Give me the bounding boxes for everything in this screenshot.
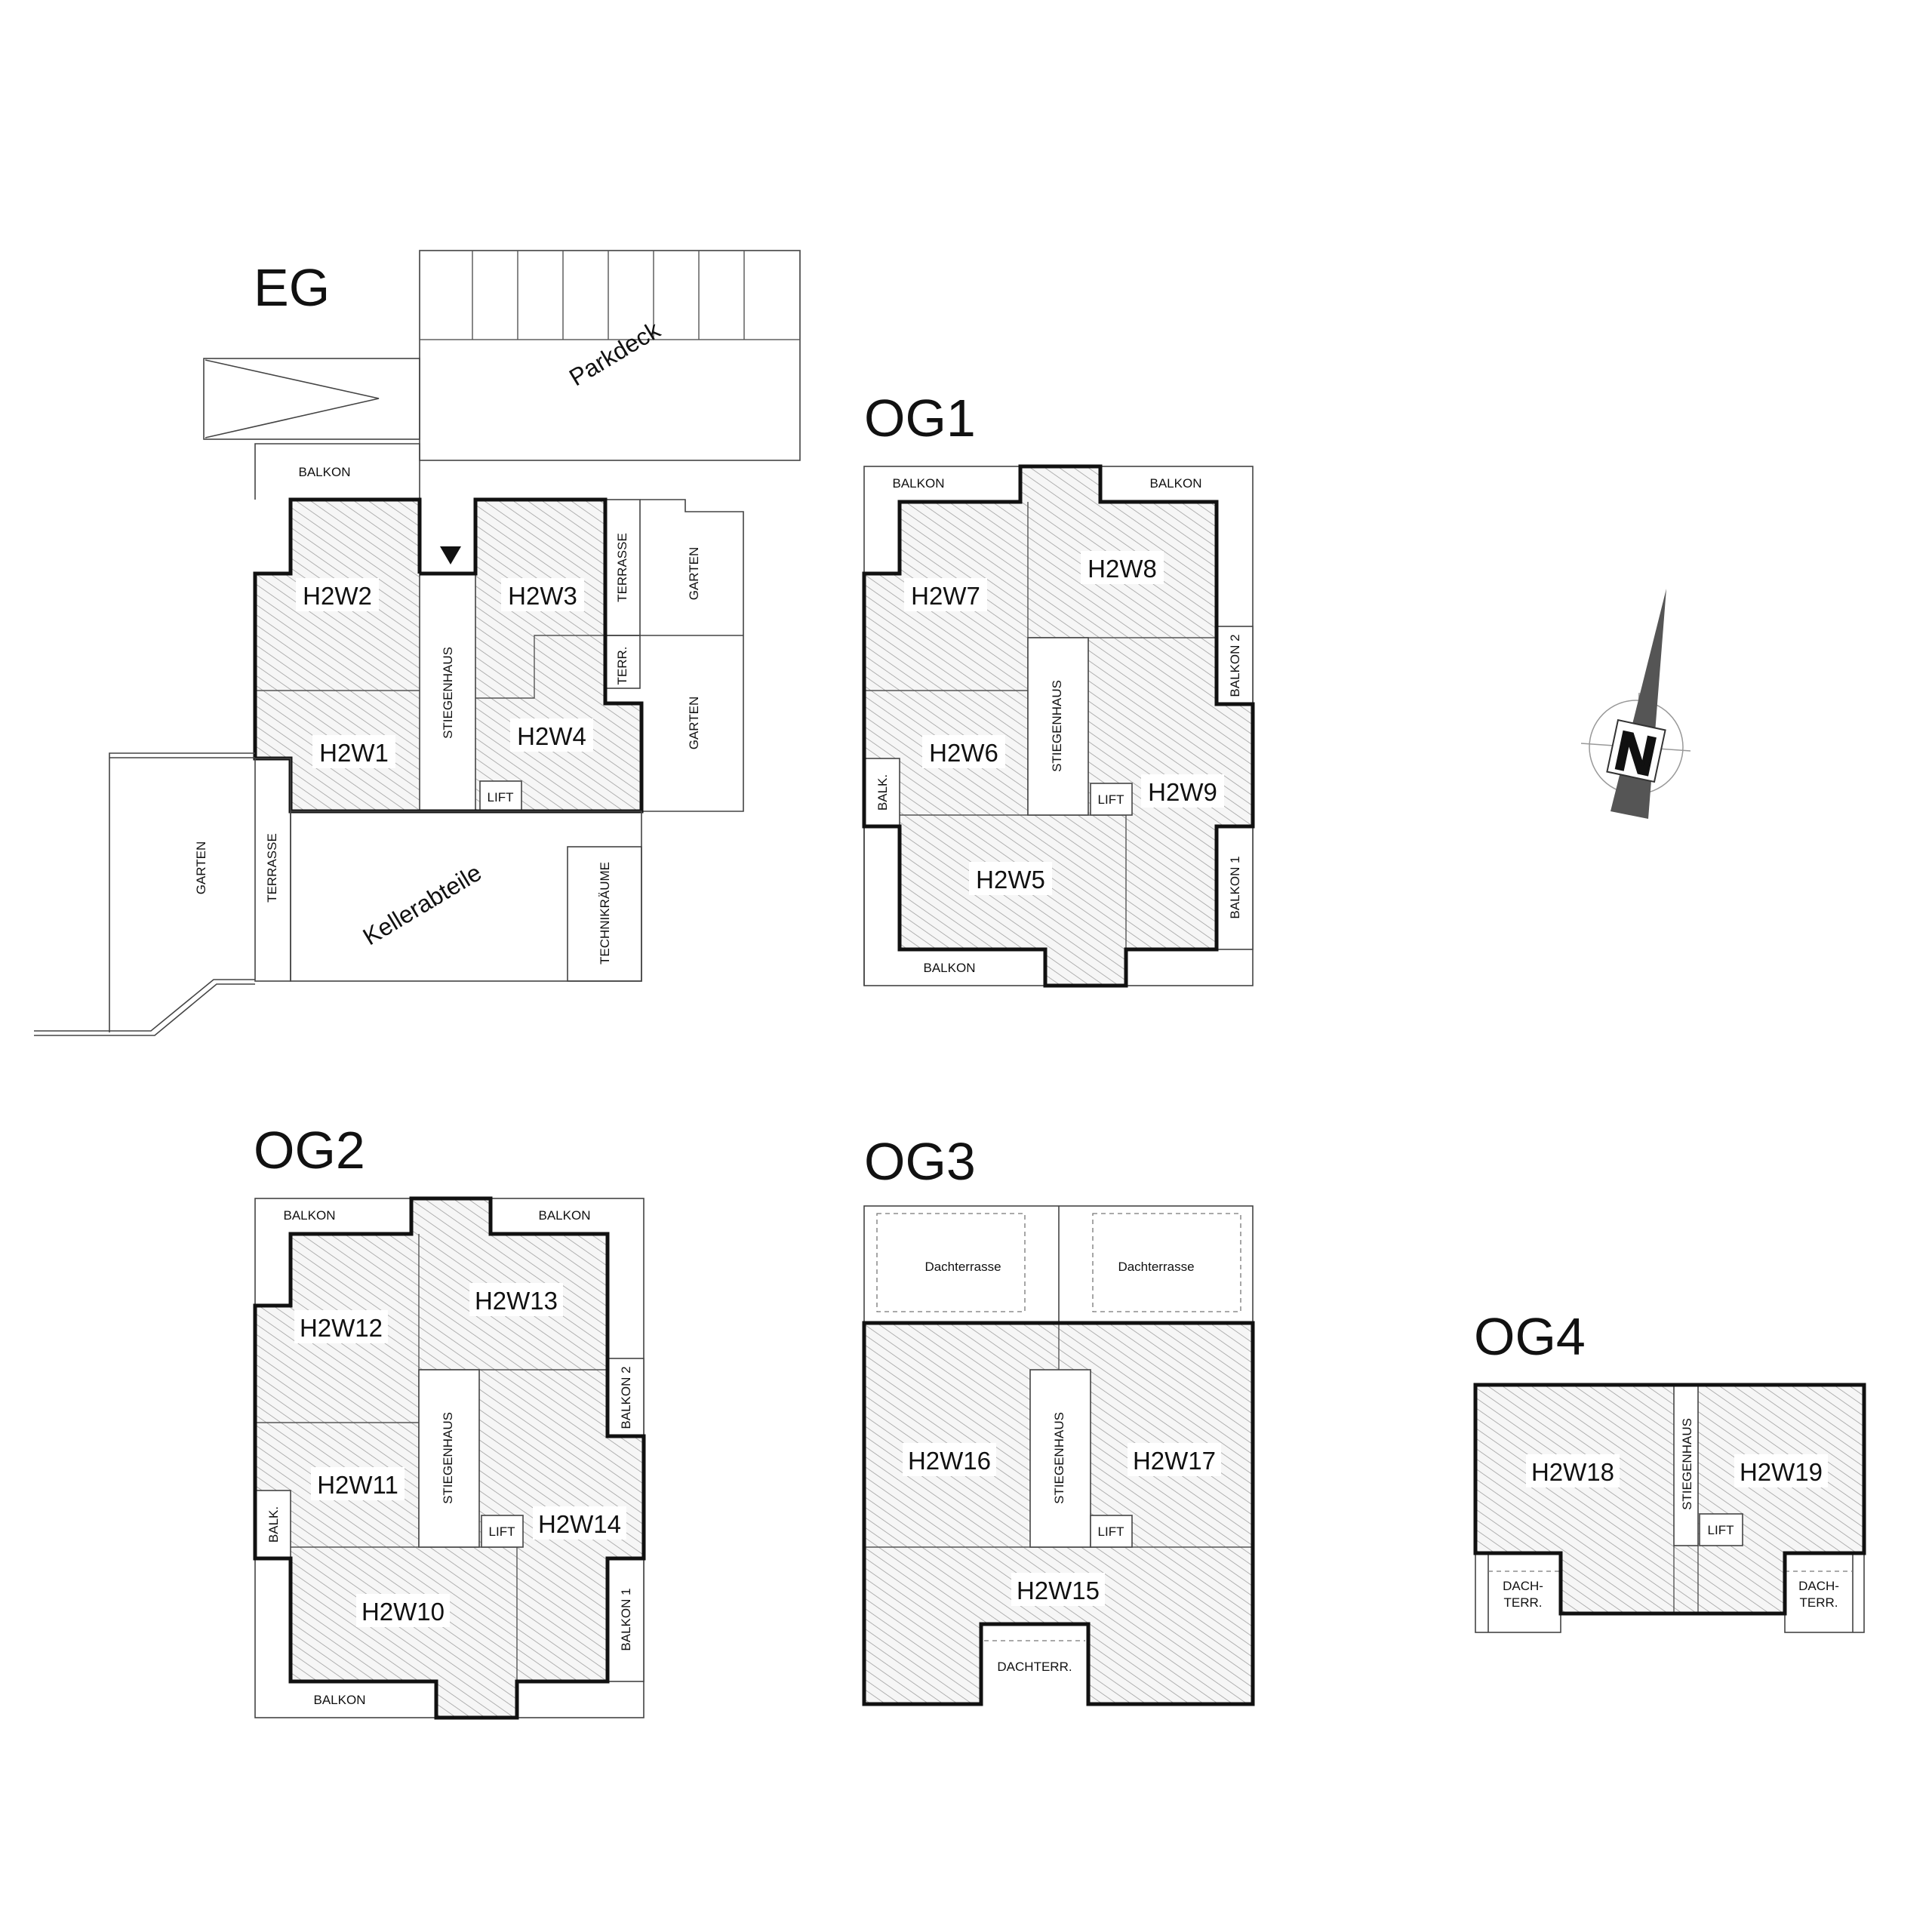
- kellerabteile-label: Kellerabteile: [358, 859, 486, 951]
- entrance-arrow-icon: [440, 546, 461, 565]
- og4-dachterr-right-line2: TERR.: [1800, 1595, 1838, 1610]
- og4-lift: [1699, 1513, 1743, 1546]
- og1-balkon2-label: BALKON 2: [1228, 634, 1242, 697]
- unit-label: H2W6: [929, 739, 998, 767]
- unit-label: H2W5: [976, 866, 1045, 894]
- og2-stiegenhaus: [418, 1369, 480, 1548]
- parkdeck-label: Parkdeck: [565, 315, 666, 391]
- og1-lift-label: LIFT: [1098, 792, 1124, 807]
- og1-stiegenhaus-label: STIEGENHAUS: [1050, 680, 1064, 772]
- og1-balk: [863, 758, 900, 827]
- og1-balkon-label-3: BALKON: [924, 961, 976, 975]
- og2-balkon-label-2: BALKON: [539, 1208, 591, 1223]
- og4-stiegenhaus-label: STIEGENHAUS: [1680, 1418, 1694, 1510]
- unit-label: H2W18: [1531, 1458, 1614, 1486]
- floor-title-og3: OG3: [864, 1132, 976, 1191]
- og1-balk-label: BALK.: [875, 774, 890, 811]
- og4-lift-label: LIFT: [1708, 1523, 1734, 1537]
- eg-terrasse-label: TERRASSE: [615, 533, 629, 602]
- eg-terr-label: TERR.: [615, 647, 629, 685]
- ramp: [203, 358, 420, 440]
- unit-label: H2W3: [508, 582, 577, 610]
- og3-apartment-outline: [862, 1321, 1255, 1706]
- og4-apartment-outline: [1473, 1383, 1866, 1616]
- og2-balkon1-label: BALKON 1: [619, 1588, 633, 1651]
- ramp-arrow-icon: [205, 359, 380, 438]
- unit-label: H2W17: [1133, 1447, 1216, 1475]
- og2-balkon-label-1: BALKON: [284, 1208, 336, 1223]
- og2-stiegenhaus-label: STIEGENHAUS: [441, 1412, 455, 1504]
- floor-title-og1: OG1: [864, 389, 976, 448]
- eg-garten-label-1: GARTEN: [687, 547, 701, 601]
- og2-balkon2: [607, 1358, 645, 1437]
- technikraeume-label: TECHNIKRÄUME: [598, 862, 612, 964]
- floor-title-eg: EG: [254, 258, 330, 317]
- unit-label: H2W8: [1088, 555, 1157, 583]
- unit-label: H2W10: [361, 1598, 445, 1626]
- og1-stiegenhaus: [1027, 637, 1089, 816]
- og4-dachterr-left-line2: TERR.: [1504, 1595, 1543, 1610]
- floor-title-og4: OG4: [1474, 1307, 1586, 1366]
- og3-stiegenhaus: [1029, 1369, 1091, 1548]
- og3-dachterrasse-label-2: Dachterrasse: [1118, 1260, 1194, 1274]
- og4-dachterr-left-line1: DACH-: [1503, 1579, 1543, 1593]
- og2-lift: [481, 1515, 524, 1548]
- og2-lift-label: LIFT: [489, 1524, 515, 1539]
- eg-stiegenhaus-label: STIEGENHAUS: [441, 647, 455, 739]
- og1-lift: [1090, 783, 1133, 816]
- eg-garden-left-edge: [109, 752, 255, 1032]
- eg-garten-label-2: GARTEN: [687, 697, 701, 750]
- unit-label: H2W1: [319, 739, 389, 767]
- floor-title-og2: OG2: [254, 1121, 365, 1180]
- og4-stiegenhaus: [1673, 1384, 1699, 1546]
- floor-og2: OG2 STIEGENHAUS LIFT BALKON 2 BALKON 1 B…: [253, 1121, 646, 1720]
- floor-og4: OG4 STIEGENHAUS LIFT DACH- TERR. DACH- T…: [1473, 1307, 1866, 1633]
- unit-label: H2W4: [517, 722, 586, 750]
- og1-balkon1-label: BALKON 1: [1228, 856, 1242, 918]
- unit-label: H2W14: [538, 1510, 621, 1538]
- unit-label: H2W2: [303, 582, 372, 610]
- og3-dachterr-label: DACHTERR.: [997, 1660, 1072, 1674]
- eg-balcony: [254, 443, 420, 500]
- eg-technikraeume: [567, 846, 642, 982]
- unit-label: H2W11: [317, 1471, 398, 1499]
- og1-apartment-outline: [862, 464, 1255, 988]
- og2-balkon-label-3: BALKON: [314, 1693, 366, 1707]
- og3-lift: [1090, 1515, 1133, 1548]
- unit-label: H2W9: [1148, 778, 1217, 806]
- og2-balk-label: BALK.: [266, 1506, 281, 1543]
- eg-kellerabteile: [290, 811, 642, 982]
- eg-balcony-label: BALKON: [299, 465, 351, 479]
- unit-label: H2W7: [911, 582, 980, 610]
- og2-balkon2-label: BALKON 2: [619, 1366, 633, 1429]
- og3-stiegenhaus-label: STIEGENHAUS: [1052, 1412, 1066, 1504]
- eg-garten-left-label: GARTEN: [194, 841, 208, 895]
- floor-og3: OG3 Dachterrasse Dachterrasse STIEGENHAU…: [862, 1132, 1255, 1706]
- unit-label: H2W15: [1017, 1577, 1100, 1604]
- eg-lift: [479, 780, 522, 812]
- parking-spaces: [419, 250, 801, 340]
- north-arrow-icon: N: [1580, 589, 1691, 819]
- floor-og1: OG1 STIEGENHAUS LIFT BALKON 2 BALKON 1 B…: [862, 389, 1255, 988]
- og1-balkon-label-2: BALKON: [1150, 476, 1202, 491]
- eg-stiegenhaus: [419, 573, 476, 812]
- unit-label: H2W12: [300, 1314, 383, 1342]
- og3-dachterrasse-label-1: Dachterrasse: [924, 1260, 1001, 1274]
- eg-lift-label: LIFT: [488, 790, 514, 804]
- og4-dachterr-right-line1: DACH-: [1798, 1579, 1839, 1593]
- eg-terrasse-left: [254, 758, 291, 982]
- og1-balkon1: [1216, 826, 1254, 950]
- og1-balkon-label-1: BALKON: [893, 476, 945, 491]
- eg-terrasse-left-label: TERRASSE: [265, 833, 279, 903]
- og2-balk: [254, 1490, 291, 1559]
- og3-lift-label: LIFT: [1098, 1524, 1124, 1539]
- eg-garden-right: [640, 499, 744, 812]
- unit-label: H2W16: [908, 1447, 991, 1475]
- og2-apartment-outline: [253, 1196, 646, 1720]
- og1-balkon2: [1216, 626, 1254, 705]
- unit-label: H2W13: [475, 1287, 558, 1315]
- floor-eg: EG Parkdeck BALKON TERRASSE TERR. GARTEN…: [34, 250, 801, 1036]
- unit-label: H2W19: [1740, 1458, 1823, 1486]
